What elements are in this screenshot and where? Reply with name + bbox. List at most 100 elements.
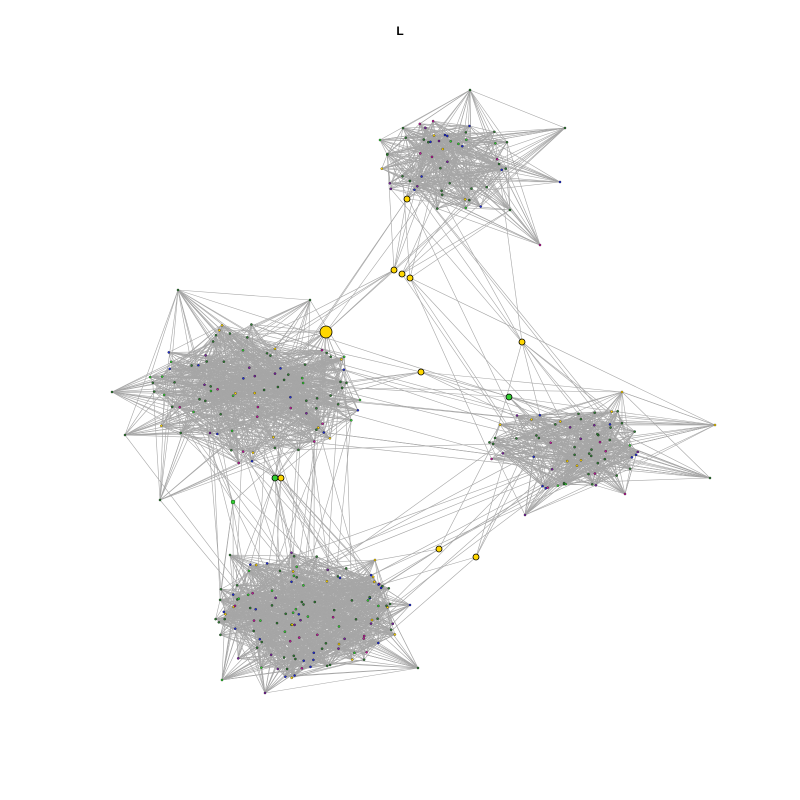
upper-left-node [305,399,308,402]
right-edge [516,415,565,485]
bottom-left-node [284,612,287,616]
upper-left-edge [111,348,276,393]
upper-left-node [219,412,222,416]
top-node [443,133,447,137]
bottom-left-node [387,587,391,590]
right-node [609,426,612,429]
upper-left-edge [316,387,343,399]
top-edge [458,143,541,246]
upper-left-node [222,360,226,363]
top-edge [431,156,561,183]
bottom-left-node [336,575,340,578]
bottom-left-edge [215,599,221,620]
hub-large-edge [325,331,359,411]
top-edge [433,132,466,136]
bottom-left-edge [237,599,286,615]
bottom-left-node [269,653,273,657]
bottom-left-edge [256,564,419,669]
upper-left-node [320,348,324,352]
top-edge [497,158,561,183]
top-edge [464,127,566,200]
center-node-node [417,368,425,376]
bottom-left-node [294,657,297,661]
upper-left-node [315,428,318,431]
upper-left-edge [111,391,323,425]
bottom-left-node [295,576,298,579]
right-edge [617,411,623,424]
bottom-left-node [326,568,329,572]
bottom-left-edge [221,619,226,681]
bridge-top-edge [406,142,429,200]
bottom-left-edge [291,552,411,606]
top-node [494,142,497,145]
upper-left-edge [124,391,155,436]
upper-left-node [216,432,219,436]
bottom-left-node [294,607,298,611]
right-node [573,453,576,457]
upper-left-node [178,405,181,409]
bottom-bridge-2-edge [475,437,540,558]
upper-left-bottom-left-edge [231,430,335,611]
bridge-mid-3-edge [409,277,575,455]
bottom-left-edge [279,570,411,606]
upper-left-node [248,366,251,369]
bottom-left-right-edge [293,449,592,557]
bottom-left-edge [229,554,257,566]
bottom-left-node [338,576,342,580]
right-edge [591,449,711,479]
top-node [422,138,426,141]
hub-large-edge [325,146,463,333]
bottom-left-edge [237,570,250,659]
bottom-left-node [254,608,257,611]
bottom-left-node [290,623,294,626]
top-node [468,88,472,92]
upper-left-node [231,394,235,397]
top-node [404,136,407,139]
bottom-left-node [354,618,358,621]
top-node [440,189,443,193]
bridge-right-edge [521,341,575,448]
bottom-left-node [223,617,226,621]
bottom-left-edge [285,667,419,678]
right-edge [594,431,635,474]
bottom-left-node [369,573,373,577]
upper-left-node [315,407,318,410]
upper-left-node [250,323,253,326]
right-edge [524,424,716,516]
bottom-left-edge [264,626,340,694]
yellow-left-node [277,474,285,482]
right-node [590,448,593,451]
green-left-edge [274,477,292,582]
upper-left-node [287,373,290,376]
right-node [568,426,572,429]
upper-left-node [273,372,277,375]
upper-left-node [342,368,346,371]
right-edge [588,445,631,475]
upper-left-node [256,405,260,409]
right-node [579,437,582,441]
upper-left-bottom-left-edge [124,434,303,669]
hub-large-edge [251,331,327,462]
right-node [608,423,612,426]
top-edge [379,125,470,141]
right-node [538,413,542,417]
yellow-left-edge [221,325,282,479]
upper-left-node [342,355,346,359]
top-node [437,139,441,143]
upper-left-node [356,409,360,412]
top-edge [505,168,511,211]
bottom-left-node [295,565,298,569]
bottom-left-node [219,588,223,591]
upper-left-node [282,378,286,382]
upper-left-edge [326,352,352,421]
upper-left-node [170,405,174,409]
upper-left-right-edge [223,361,551,444]
bottom-left-node [315,555,318,558]
right-edge [547,475,617,489]
right-node [541,484,544,488]
hub-large-edge [219,330,327,333]
bottom-left-node [291,570,295,573]
bottom-left-right-edge [298,465,578,615]
bottom-bridge-2-edge [366,556,477,653]
bridge-mid-3-edge [409,209,511,279]
